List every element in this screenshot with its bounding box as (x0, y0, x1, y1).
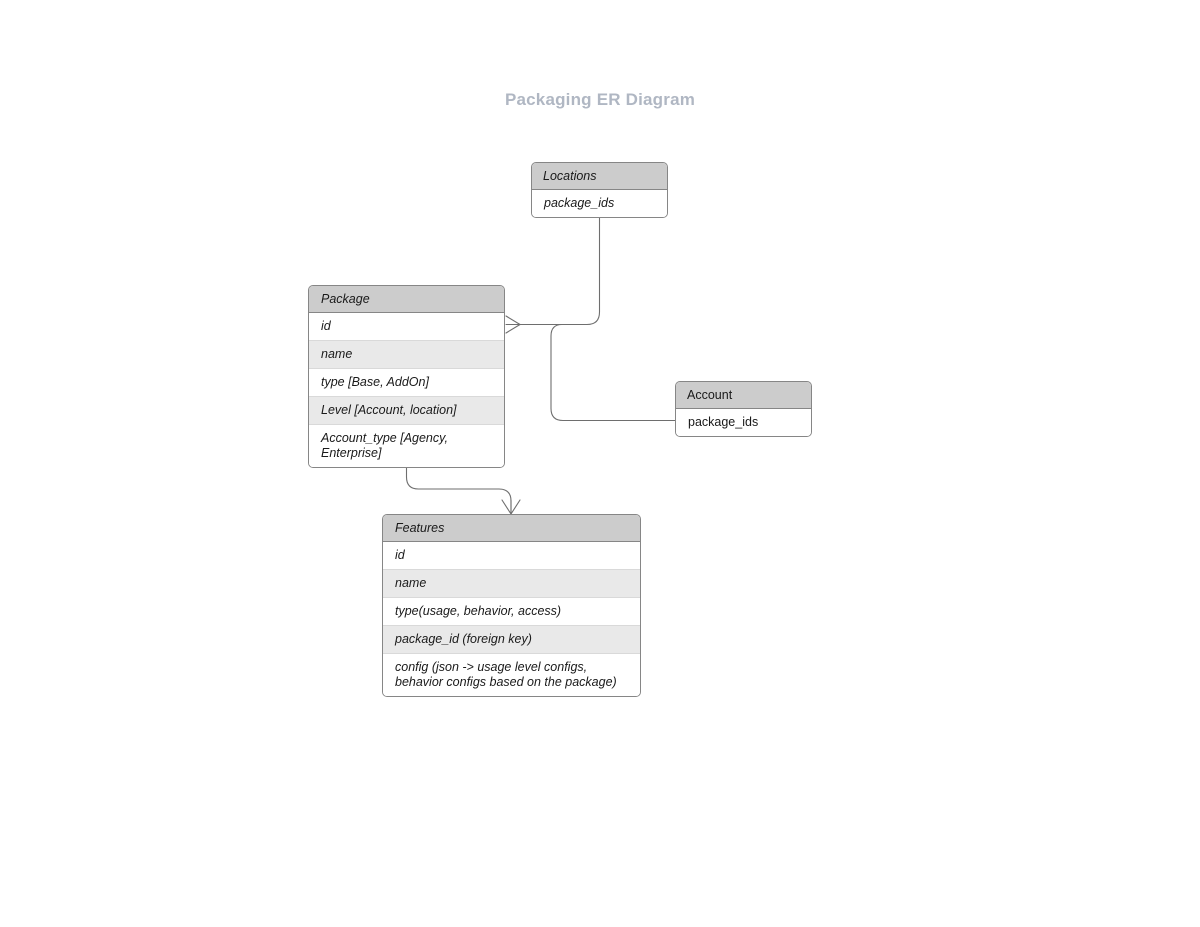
entity-features-attribute-0: id (383, 542, 640, 570)
entity-package-attribute-0: id (309, 313, 504, 341)
page-title: Packaging ER Diagram (504, 90, 696, 109)
entity-account-title: Account (676, 382, 811, 409)
edge-locations-package (505, 210, 601, 334)
entity-package-attribute-4: Account_type [Agency, Enterprise] (309, 425, 504, 467)
entity-package-attribute-2: type [Base, AddOn] (309, 369, 504, 397)
entity-features[interactable]: Features id name type(usage, behavior, a… (382, 514, 641, 697)
entity-locations[interactable]: Locations package_ids (531, 162, 668, 218)
entity-features-title: Features (383, 515, 640, 542)
entity-locations-title: Locations (532, 163, 667, 190)
entity-account-attribute-0: package_ids (676, 409, 811, 436)
crowsfoot-package-features-icon (501, 499, 521, 515)
crowsfoot-locations-package-icon (505, 315, 521, 334)
edge-account-package (520, 323, 675, 422)
entity-package-attribute-1: name (309, 341, 504, 369)
entity-account[interactable]: Account package_ids (675, 381, 812, 437)
entity-package[interactable]: Package id name type [Base, AddOn] Level… (308, 285, 505, 468)
entity-features-attribute-2: type(usage, behavior, access) (383, 598, 640, 626)
entity-locations-attribute-0: package_ids (532, 190, 667, 217)
entity-features-attribute-3: package_id (foreign key) (383, 626, 640, 654)
entity-features-attribute-1: name (383, 570, 640, 598)
entity-features-attribute-4: config (json -> usage level configs, beh… (383, 654, 640, 696)
entity-package-title: Package (309, 286, 504, 313)
entity-package-attribute-3: Level [Account, location] (309, 397, 504, 425)
